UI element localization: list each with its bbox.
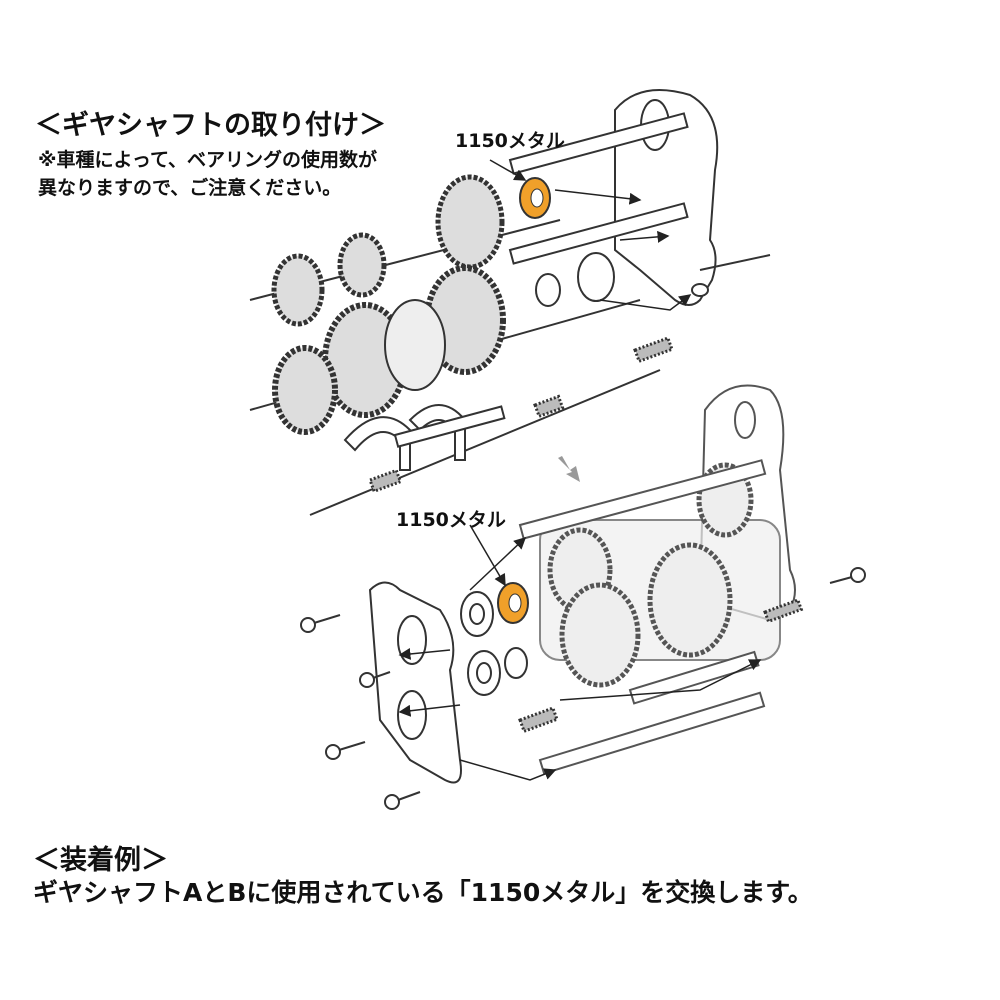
part-label-top: 1150メタル: [455, 130, 565, 152]
assembly-arrows-bottom: [398, 524, 762, 781]
springs-bottom: [518, 598, 804, 734]
example-description: ギヤシャフトAとBに使用されている「1150メタル」を交換します。: [33, 878, 813, 907]
rear-plate-top: [614, 89, 719, 306]
gearbox-bottom: [518, 459, 781, 775]
metal-bushing-bottom: [497, 582, 529, 624]
assembly-arrows-top: [489, 159, 692, 311]
screws: [300, 567, 866, 810]
section-title: ＜ギヤシャフトの取り付け＞: [35, 110, 386, 141]
metal-bushing-top: [519, 177, 551, 219]
bearings-bottom: [460, 591, 528, 696]
part-label-bottom: 1150メタル: [396, 509, 506, 531]
caution-note: ※車種によって、ベアリングの使用数が異なりますので、ご注意ください。: [38, 149, 378, 199]
example-title: ＜装着例＞: [33, 845, 168, 876]
gears-top: [271, 174, 615, 435]
springs-top: [368, 336, 674, 494]
front-plate: [368, 581, 462, 784]
shift-forks-top: [343, 404, 506, 471]
direction-arrow: [558, 456, 580, 482]
